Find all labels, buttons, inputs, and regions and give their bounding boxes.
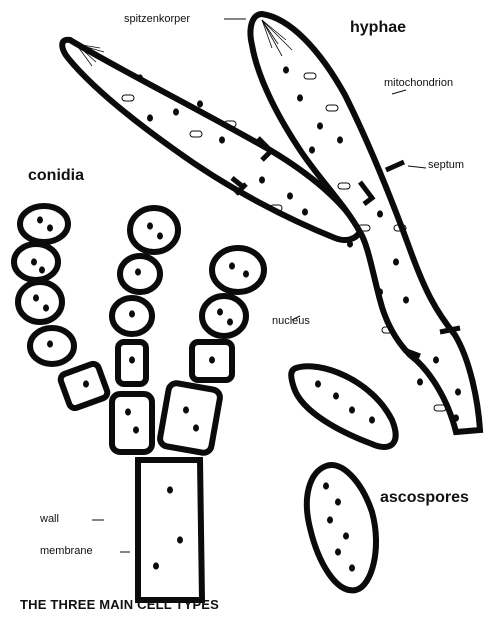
- conidium: [20, 206, 68, 242]
- label-ascospores: ascospores: [380, 490, 469, 506]
- conidium: [159, 382, 221, 454]
- conidium: [130, 208, 178, 252]
- label-membrane: membrane: [40, 546, 93, 557]
- label-nucleus: nucleus: [272, 316, 310, 327]
- conidium: [202, 296, 246, 336]
- conidiophore-stalk: [138, 460, 202, 600]
- label-conidia: conidia: [28, 168, 84, 184]
- septum-3: [386, 162, 404, 170]
- label-septum: septum: [428, 160, 464, 171]
- ascospore-bottom: [307, 465, 376, 590]
- label-spitzenkorper: spitzenkorper: [124, 14, 190, 25]
- label-wall: wall: [40, 514, 59, 525]
- conidium: [18, 282, 62, 322]
- ascospores-structure: [291, 366, 395, 590]
- ascospore-top: [291, 366, 395, 447]
- label-hyphae: hyphae: [350, 20, 406, 36]
- label-mitochondrion: mitochondrion: [384, 78, 453, 89]
- conidium: [112, 394, 152, 452]
- conidium: [212, 248, 264, 292]
- conidia-structure: [14, 206, 264, 600]
- diagram-caption: THE THREE MAIN CELL TYPES: [20, 598, 219, 611]
